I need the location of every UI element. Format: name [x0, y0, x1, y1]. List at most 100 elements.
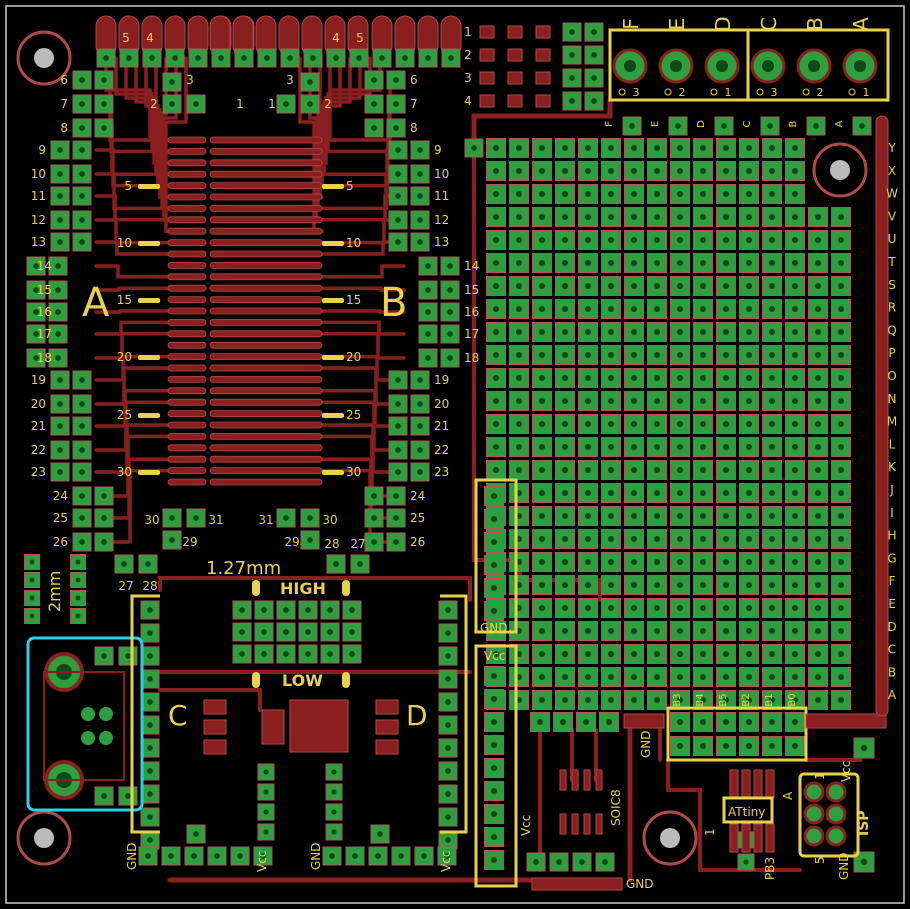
pad-hole [607, 374, 615, 382]
pad-hole [569, 52, 575, 58]
pad-hole [722, 236, 730, 244]
pad-hole [653, 397, 661, 405]
row-letter: D [887, 620, 896, 634]
pad-hole [147, 653, 153, 659]
pad-hole [722, 259, 730, 267]
pad-hole [814, 259, 822, 267]
top-pin-number: 5 [122, 31, 130, 45]
usb-connector [43, 652, 125, 800]
pad-hole [653, 535, 661, 543]
pad-hole [676, 558, 684, 566]
trace [804, 746, 862, 762]
pad-hole [814, 420, 822, 428]
pad-hole [168, 853, 174, 859]
pad-hole [371, 515, 377, 521]
pad-hole [569, 75, 575, 81]
pad-hole [147, 699, 153, 705]
pad-hole [538, 305, 546, 313]
pad-hole [607, 259, 615, 267]
row-letter: K [888, 460, 897, 474]
pad-hole [331, 829, 337, 835]
pad-hole [630, 535, 638, 543]
pad-hole [722, 627, 730, 635]
pad-hole [584, 374, 592, 382]
pad-hole [561, 305, 569, 313]
pad-hole [393, 515, 399, 521]
pad-hole [722, 374, 730, 382]
pad-hole [676, 650, 684, 658]
pad-hole [352, 853, 358, 859]
fine-pad-right [209, 204, 323, 212]
pad-hole [699, 604, 707, 612]
isp-pin [803, 825, 825, 847]
low-label: LOW [282, 671, 323, 690]
pad-hole [79, 101, 85, 107]
pad-hole [57, 239, 63, 245]
pad-hole [607, 420, 615, 428]
pin-marker-bar [322, 241, 344, 246]
fine-pad-right [209, 341, 323, 349]
pad-hole [630, 512, 638, 520]
center-pin-mark: 5 [346, 179, 354, 193]
pin-marker-bar [322, 355, 344, 360]
pad-hole [569, 29, 575, 35]
pad-hole [445, 791, 451, 797]
pad-hole [307, 515, 313, 521]
pad-hole [492, 190, 500, 198]
attiny-a-label: A [781, 791, 795, 800]
pad-hole [149, 55, 155, 61]
pad-hole [607, 443, 615, 451]
pad-hole [584, 581, 592, 589]
pad-hole [263, 789, 269, 795]
pad-hole [191, 853, 197, 859]
attiny-pad [741, 769, 751, 799]
pad-hole [630, 144, 638, 152]
pad-hole [417, 147, 423, 153]
pad-hole [722, 466, 730, 474]
pin-marker-bar [322, 298, 344, 303]
pad-hole [814, 489, 822, 497]
pad-hole [584, 236, 592, 244]
pad-hole [814, 673, 822, 681]
left-pin-number: 6 [60, 73, 68, 87]
pad-hole [768, 650, 776, 658]
pad-hole [791, 718, 799, 726]
pad-hole [745, 673, 753, 681]
jumper-pad [479, 25, 495, 39]
pad-hole [57, 447, 63, 453]
pad-hole [814, 443, 822, 451]
right-pin-number: 6 [410, 73, 418, 87]
pad-hole [57, 193, 63, 199]
pad-hole [327, 607, 333, 613]
pad-hole [261, 651, 267, 657]
fine-pad-right [209, 353, 323, 361]
pad-hole [722, 650, 730, 658]
attiny-pad [741, 823, 751, 853]
pad-hole [492, 650, 500, 658]
pad-hole [371, 539, 377, 545]
pad-hole [425, 331, 431, 337]
pad-hole [538, 144, 546, 152]
pad-hole [837, 282, 845, 290]
header-letter: A [834, 120, 845, 127]
header-letter: E [650, 121, 661, 127]
pad-hole [193, 515, 199, 521]
pad-hole [561, 627, 569, 635]
pad-hole [307, 79, 313, 85]
pad-hole [283, 515, 289, 521]
pad-hole [395, 239, 401, 245]
trace [94, 194, 170, 222]
pad-hole [607, 397, 615, 405]
pad-hole [745, 213, 753, 221]
jumper-pad [507, 94, 523, 108]
pad-hole [699, 650, 707, 658]
pad-hole [607, 190, 615, 198]
pad-hole [837, 236, 845, 244]
pad-hole [101, 101, 107, 107]
pad-hole [676, 282, 684, 290]
fine-pad-right [209, 364, 323, 372]
pad-hole [653, 213, 661, 221]
bottom-pin-number: 30 [144, 513, 159, 527]
pad-hole [471, 145, 477, 151]
row-letter: P [888, 346, 895, 360]
